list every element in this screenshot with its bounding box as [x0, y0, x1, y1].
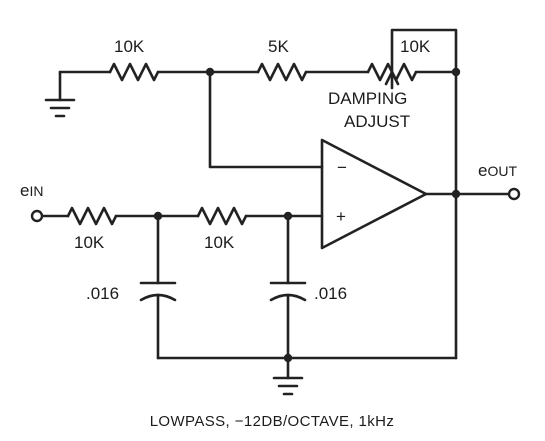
- resistor-feedback: [256, 62, 308, 82]
- top-network-wires: [58, 28, 458, 360]
- label-output: eOUT: [478, 161, 517, 180]
- label-r-ground: 10K: [114, 37, 145, 56]
- label-c2: .016: [314, 284, 347, 303]
- opamp: − +: [320, 138, 511, 250]
- ground-symbol-icon: [44, 98, 76, 118]
- label-r-in1: 10K: [74, 233, 105, 252]
- opamp-noninverting-sign: +: [336, 207, 346, 226]
- label-r-feedback: 5K: [268, 37, 289, 56]
- terminal-circle-icon: [30, 209, 44, 223]
- opamp-triangle: [320, 138, 428, 250]
- junction-dots: [153, 67, 461, 363]
- resistor-ground: [108, 62, 160, 82]
- label-r-in2: 10K: [204, 233, 235, 252]
- label-adjust: ADJUST: [344, 112, 410, 131]
- diagram-caption: LOWPASS, −12DB/OCTAVE, 1kHz: [150, 413, 395, 430]
- label-r-pot: 10K: [400, 37, 431, 56]
- label-c1: .016: [86, 284, 119, 303]
- resistor-in2: [196, 206, 248, 226]
- opamp-inverting-sign: −: [337, 158, 347, 177]
- label-input: eIN: [20, 181, 43, 200]
- terminal-circle-icon: [507, 187, 521, 201]
- ground-symbol-icon: [272, 376, 304, 396]
- wiper-arrow-icon: [384, 70, 400, 86]
- resistor-in1: [66, 206, 118, 226]
- label-damping: DAMPING: [328, 89, 407, 108]
